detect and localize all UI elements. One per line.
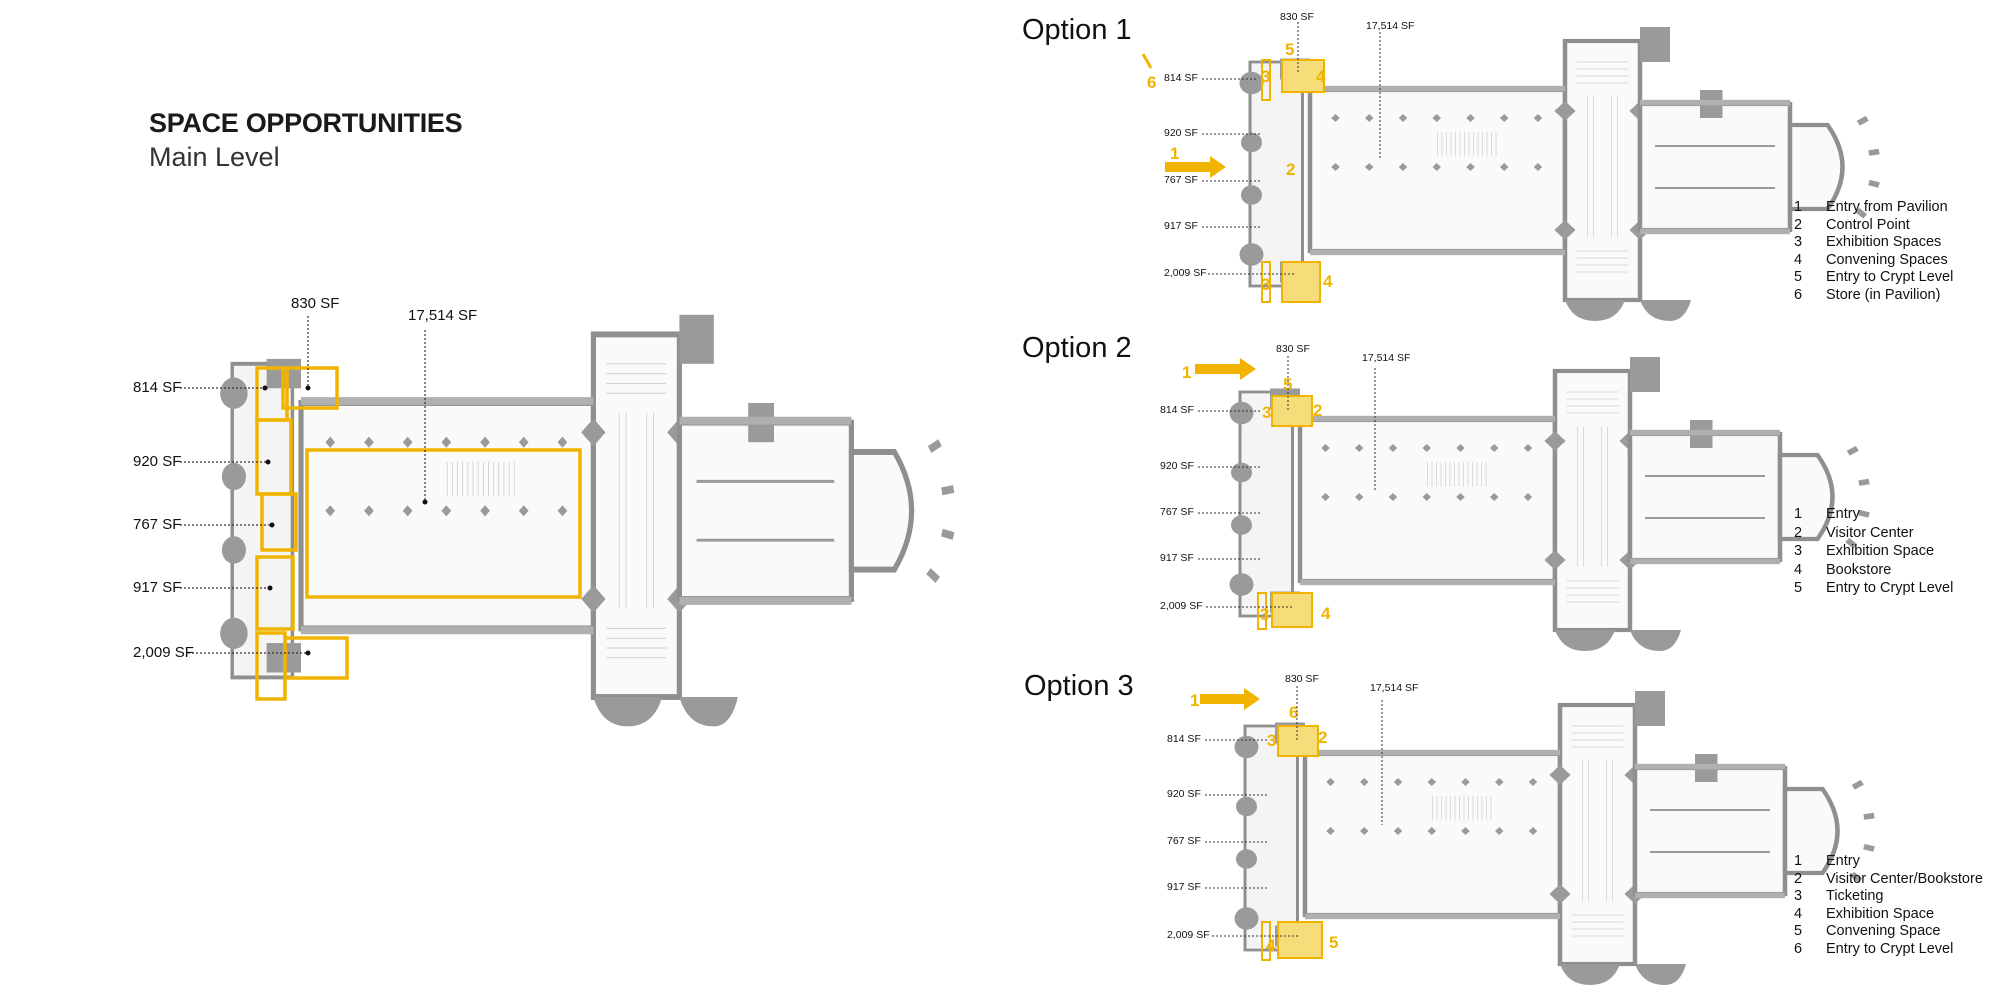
- option-2-title: Option 2: [1022, 332, 1132, 364]
- opt2-label-17514: 17,514 SF: [1362, 352, 1411, 364]
- opt1-label-17514: 17,514 SF: [1366, 20, 1415, 32]
- opt1-label-920: 920 SF: [1164, 127, 1198, 139]
- page-title: SPACE OPPORTUNITIES: [149, 108, 463, 138]
- option1-fill-areas: [1261, 59, 1325, 303]
- option3-entry-arrow: [1200, 688, 1260, 710]
- option-1-title: Option 1: [1022, 14, 1132, 46]
- svg-text:3: 3: [1261, 67, 1270, 86]
- svg-text:6: 6: [1147, 73, 1156, 92]
- label-2009-sf: 2,009 SF: [133, 644, 194, 661]
- label-917-sf: 917 SF: [133, 579, 182, 596]
- page-subtitle: Main Level: [149, 142, 280, 172]
- svg-text:5: 5: [1329, 933, 1338, 952]
- svg-text:2: 2: [1313, 401, 1322, 420]
- opt1-label-814: 814 SF: [1164, 72, 1198, 84]
- opt3-label-767: 767 SF: [1167, 835, 1201, 847]
- option3-fill-areas: [1261, 725, 1323, 961]
- svg-text:2: 2: [1318, 728, 1327, 747]
- label-814-sf: 814 SF: [133, 379, 182, 396]
- opt3-label-920: 920 SF: [1167, 788, 1201, 800]
- svg-text:1: 1: [1170, 144, 1179, 163]
- opt3-label-2009: 2,009 SF: [1167, 929, 1210, 941]
- opt1-label-830: 830 SF: [1280, 11, 1314, 23]
- svg-text:4: 4: [1316, 67, 1326, 86]
- opt3-label-814: 814 SF: [1167, 733, 1201, 745]
- option2-entry-arrow: [1195, 358, 1256, 380]
- svg-text:5: 5: [1285, 40, 1294, 59]
- label-767-sf: 767 SF: [133, 516, 182, 533]
- opt3-label-830: 830 SF: [1285, 673, 1319, 685]
- svg-text:3: 3: [1262, 403, 1271, 422]
- label-920-sf: 920 SF: [133, 453, 182, 470]
- option1-floor-plan: [1240, 27, 1880, 321]
- opt2-label-917: 917 SF: [1160, 552, 1194, 564]
- svg-text:2: 2: [1286, 160, 1295, 179]
- label-830-sf: 830 SF: [291, 295, 340, 312]
- opt3-label-17514: 17,514 SF: [1370, 682, 1419, 694]
- svg-text:3: 3: [1267, 731, 1276, 750]
- opt2-label-2009: 2,009 SF: [1160, 600, 1203, 612]
- opt1-label-767: 767 SF: [1164, 174, 1198, 186]
- svg-text:4: 4: [1266, 936, 1276, 955]
- svg-text:1: 1: [1182, 363, 1191, 382]
- svg-text:3: 3: [1261, 275, 1270, 294]
- svg-text:3: 3: [1260, 605, 1269, 624]
- main-floor-plan: [220, 315, 954, 727]
- opt3-label-917: 917 SF: [1167, 881, 1201, 893]
- svg-text:4: 4: [1323, 272, 1333, 291]
- opt2-label-814: 814 SF: [1160, 404, 1194, 416]
- opt1-label-2009: 2,009 SF: [1164, 267, 1207, 279]
- opt2-label-767: 767 SF: [1160, 506, 1194, 518]
- svg-text:1: 1: [1190, 691, 1199, 710]
- label-17514-sf: 17,514 SF: [408, 307, 478, 324]
- option1-entry-arrow: [1165, 156, 1226, 178]
- main-highlight-outlines: [255, 366, 582, 701]
- opt1-label-917: 917 SF: [1164, 220, 1198, 232]
- opt2-label-830: 830 SF: [1276, 343, 1310, 355]
- svg-text:6: 6: [1289, 703, 1298, 722]
- option-3-title: Option 3: [1024, 670, 1134, 702]
- opt2-label-920: 920 SF: [1160, 460, 1194, 472]
- svg-text:4: 4: [1321, 604, 1331, 623]
- option2-fill-areas: [1257, 395, 1313, 630]
- option1-store-marker: [1141, 53, 1153, 69]
